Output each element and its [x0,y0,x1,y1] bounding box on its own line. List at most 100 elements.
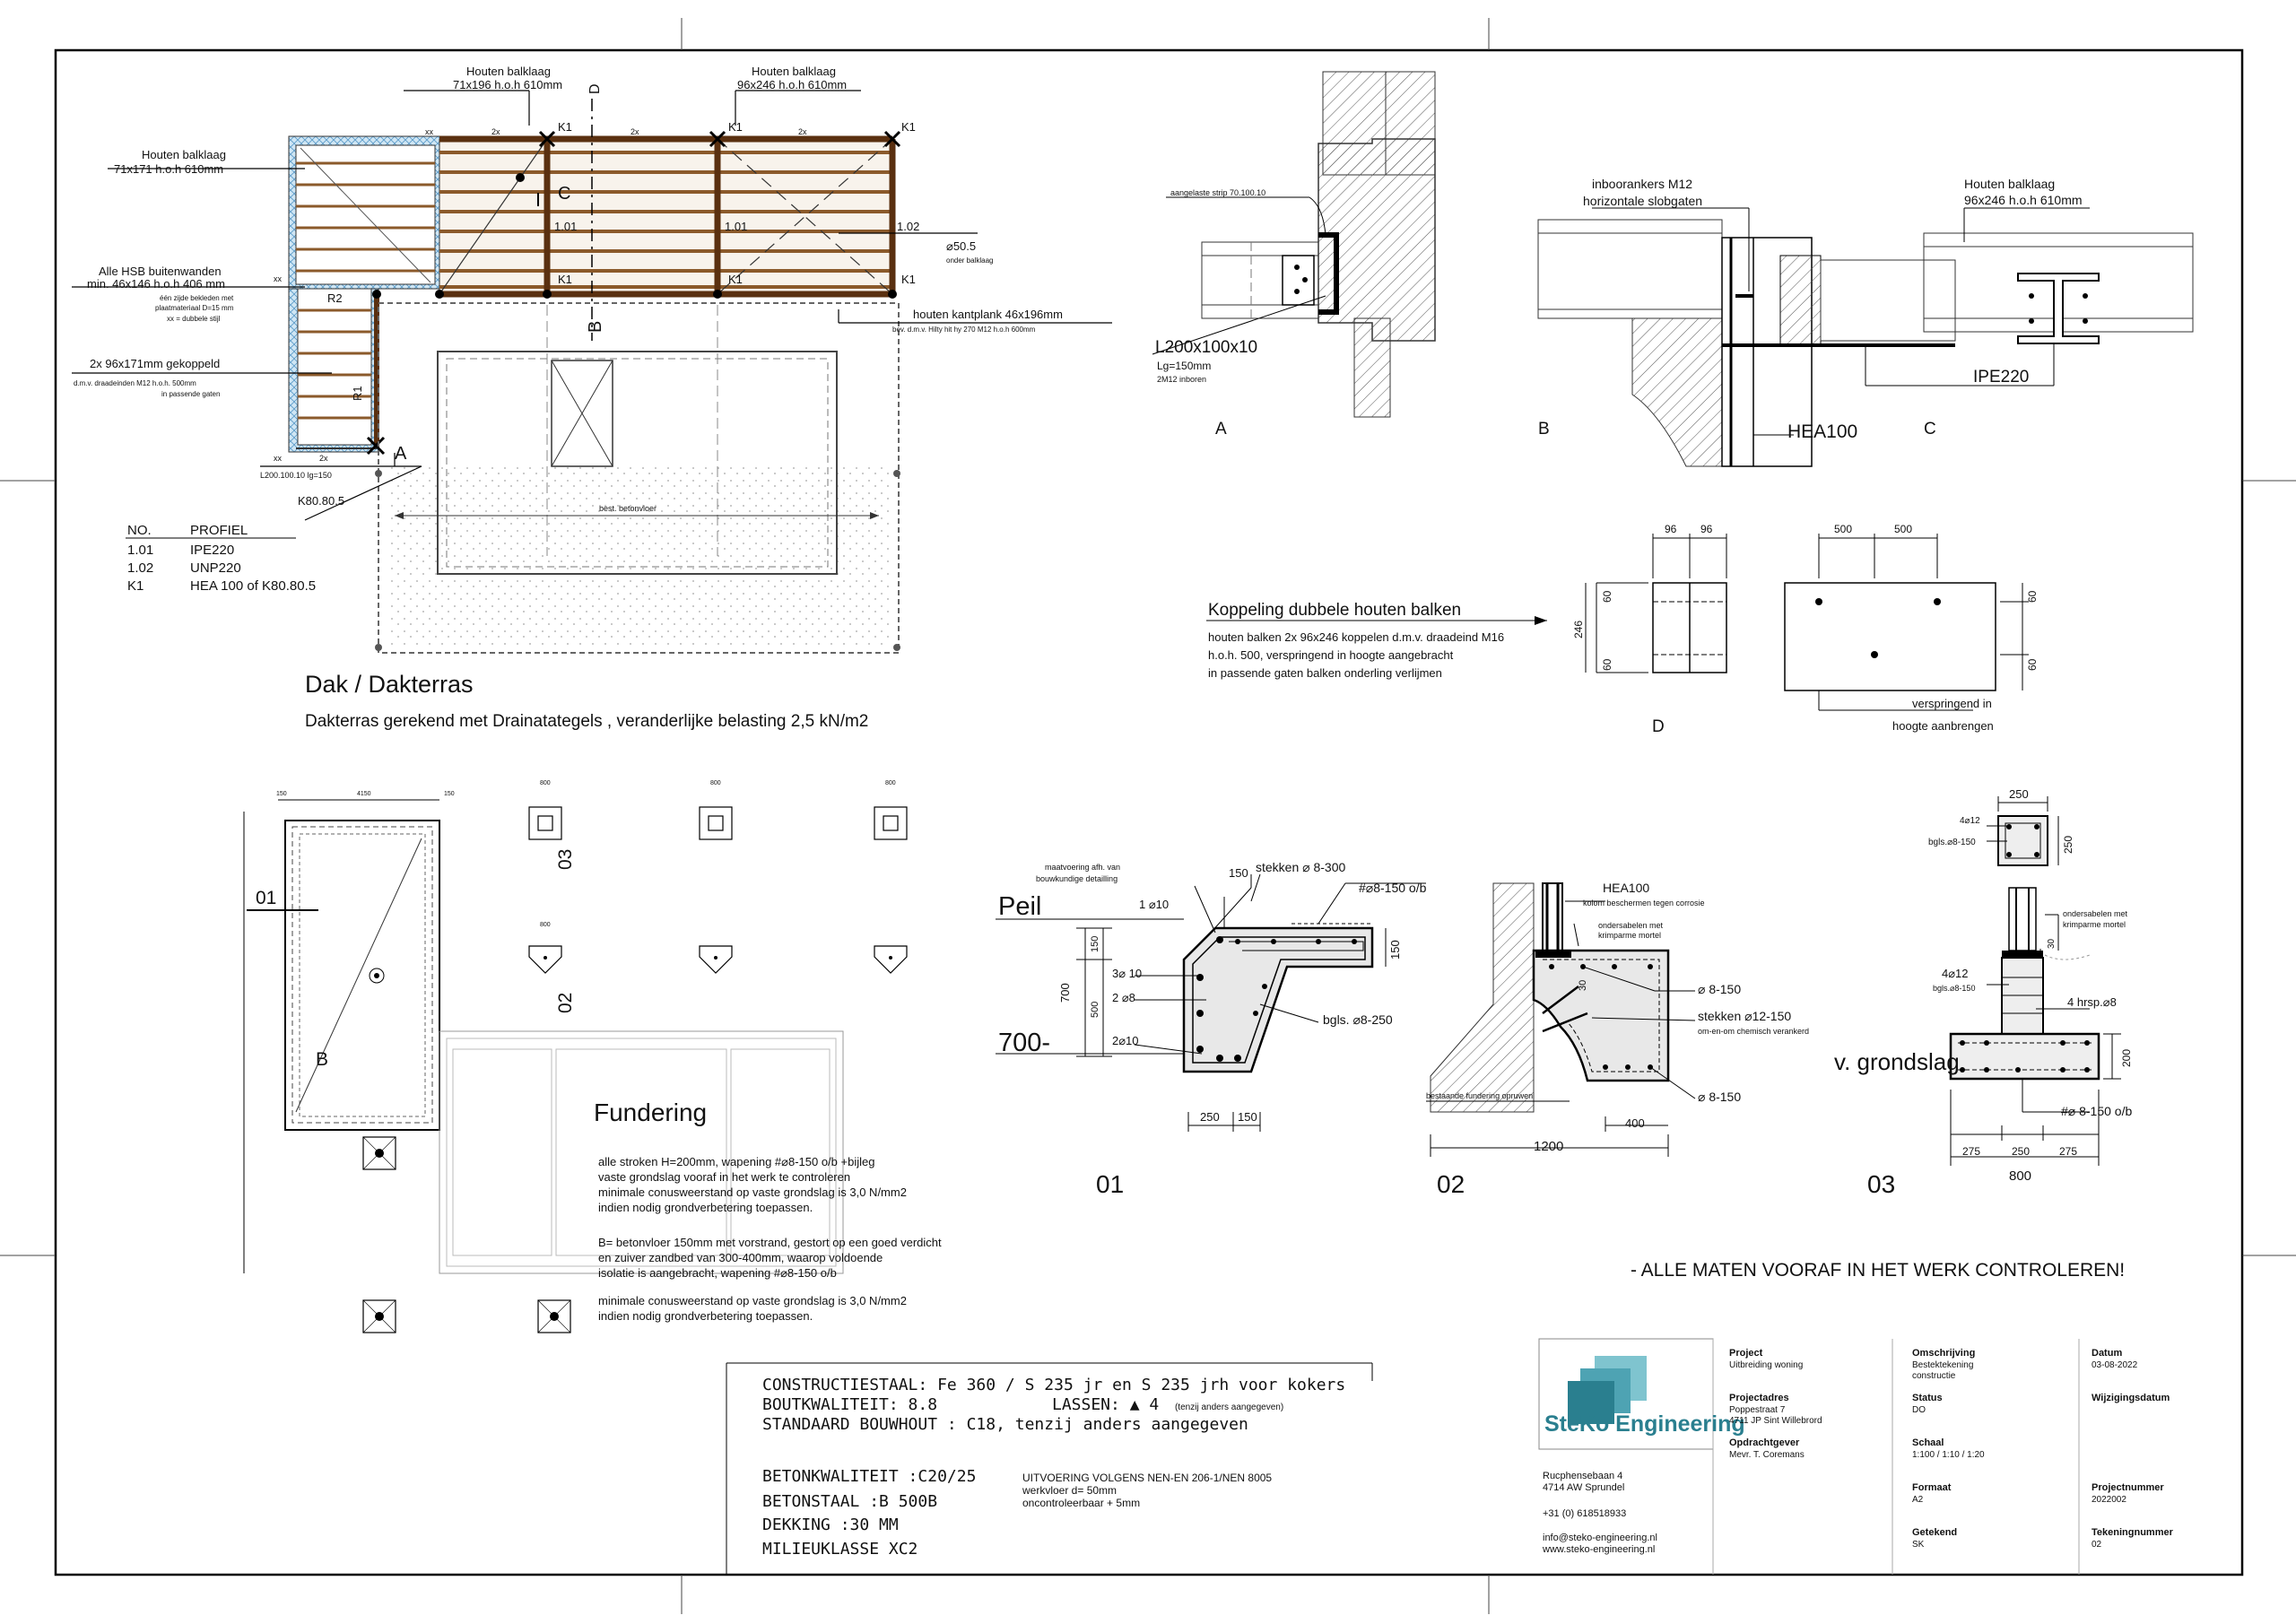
detail-c [1865,207,2194,386]
tb-formaat-label: Formaat [1912,1482,1952,1493]
section-01-dim-150d: 150 [1238,1110,1257,1124]
section-03-rebar-4-12: 4⌀12 [1960,816,1980,826]
profile-row-2-profile: UNP220 [190,560,241,576]
spec-line-4c: werkvloer d= 50mm [1022,1484,1117,1497]
section-03-bgls-b: bgls.⌀8-150 [1933,984,1975,993]
detail-c-balklaag-size: 96x246 h.o.h 610mm [1964,193,2083,207]
foundation-dim-4150: 4150 [357,791,371,797]
tb-getekend: SK [1912,1540,1925,1550]
profile-table: NO. PROFIEL 1.01 IPE220 1.02 UNP220 K1 H… [126,523,316,594]
detail-d-text-2: h.o.h. 500, verspringend in hoogte aange… [1208,648,1454,662]
label-xx-a: xx [425,127,434,136]
section-01-dim-500: 500 [1090,1002,1100,1018]
section-01-dim-150c: 150 [1090,936,1100,952]
foundation-note-5: B= betonvloer 150mm met vorstrand, gesto… [598,1236,942,1249]
detail-a-length: Lg=150mm [1157,360,1211,372]
foundation-tag-02: 02 [555,993,576,1013]
tb-formaat: A2 [1912,1495,1924,1505]
foundation-dim-800c: 800 [885,780,896,786]
foundation-note-3: minimale conusweerstand op vaste grondsl… [598,1185,907,1199]
section-01-tag: 01 [1096,1170,1124,1198]
sheet-border [54,48,2244,1576]
section-01-rebar-2b: 2⌀10 [1112,1034,1139,1047]
label-hsb-5: xx = dubbele stijl [167,315,221,323]
label-2x-d: 2x [319,454,328,463]
tb-schaal-label: Schaal [1912,1437,1944,1448]
section-03-bgls: bgls.⌀8-150 [1928,838,1976,847]
spec-line-3: STANDAARD BOUWHOUT : C18, tenzij anders … [762,1415,1248,1434]
section-03-dim-250b: 250 [2012,1145,2030,1158]
profile-row-3-no: K1 [127,578,144,594]
label-onder-balklaag: onder balklaag [946,256,993,265]
spec-block [726,1362,1373,1575]
spec-line-4: BETONKWALITEIT :C20/25 [762,1467,976,1486]
detail-d-dim-60a: 60 [1601,590,1613,603]
foundation-dim-800a: 800 [540,780,551,786]
profile-row-2-no: 1.02 [127,560,153,576]
spec-line-2b: LASSEN: ▲ 4 [1052,1395,1159,1414]
label-balklaag-3-size: 71x171 h.o.h 610mm [114,162,223,176]
tb-project: Uitbreiding woning [1729,1360,1803,1370]
tb-omschr-label: Omschrijving [1912,1348,1975,1359]
label-k1-c: K1 [901,120,916,134]
detail-d-dim-96a: 96 [1665,523,1677,535]
profile-row-1-profile: IPE220 [190,543,234,558]
label-r1: R1 [351,386,364,401]
detail-a-strip: aangelaste strip 70.100.10 [1170,188,1265,197]
tb-projnr-label: Projectnummer [2092,1482,2164,1493]
label-balklaag-2-size: 96x246 h.o.h 610mm [737,78,847,91]
tb-adres-label: Projectadres [1729,1393,1789,1403]
section-03-ondersab-1: ondersabelen met [2063,909,2128,918]
tb-projnr: 2022002 [2092,1495,2126,1505]
tb-status-label: Status [1912,1393,1943,1403]
label-xx-c: xx [274,454,283,463]
detail-b-ankers-2: horizontale slobgaten [1583,194,1702,208]
section-mark-b: B [586,321,605,333]
roof-plan-title: Dak / Dakterras [305,671,474,698]
section-02-kolom: kolom beschermen tegen corrosie [1583,899,1705,908]
tb-datum-label: Datum [2092,1348,2122,1359]
section-03-hrsp: 4 hrsp.⌀8 [2067,995,2117,1009]
label-betonvloer: best. betonvloer [599,504,657,513]
detail-c-tag: C [1924,420,1936,439]
foundation-note-9: indien nodig grondverbetering toepassen. [598,1309,813,1323]
label-k80: K80.80.5 [298,494,344,508]
section-03-wapening: #⌀ 8-150 o/b [2061,1104,2132,1118]
label-k1-a: K1 [558,120,572,134]
label-2x-a: 2x [491,127,500,136]
section-01-wapening: #⌀8-150 o/b [1359,881,1427,895]
section-mark-a: A [395,444,407,464]
detail-d [1206,534,2029,711]
warning-text: - ALLE MATEN VOORAF IN HET WERK CONTROLE… [1631,1260,2125,1281]
label-k1-b: K1 [728,120,743,134]
foundation-note-2: vaste grondslag vooraf in het werk te co… [598,1170,850,1184]
company-email[interactable]: info@steko-engineering.nl [1543,1533,1657,1543]
detail-d-tag: D [1652,717,1665,736]
spec-line-5: BETONSTAAL :B 500B [762,1492,937,1511]
spec-line-7: MILIEUKLASSE XC2 [762,1540,918,1559]
section-02-dim-400: 400 [1625,1116,1645,1130]
label-kantplank-2: bev. d.m.v. Hilty hit hy 270 M12 h.o.h 6… [892,326,1036,334]
section-mark-c: C [558,184,570,204]
detail-c-ipe: IPE220 [1973,368,2029,386]
company-name: SteKo Engineering [1544,1411,1745,1437]
label-hsb-2: min. 46x146 h.o.h 406 mm [87,277,225,291]
section-02-tag: 02 [1437,1170,1465,1198]
label-2x-c: 2x [798,127,807,136]
foundation-dim-800b: 800 [710,780,721,786]
label-hsb-4: plaatmateriaal D=15 mm [155,304,234,312]
detail-d-dim-60b: 60 [1601,658,1613,671]
company-web[interactable]: www.steko-engineering.nl [1542,1544,1655,1555]
company-phone: +31 (0) 618518933 [1543,1508,1626,1519]
tb-tekennr-label: Tekeningnummer [2092,1527,2174,1538]
profile-table-header-no: NO. [127,523,152,538]
section-02-hea: HEA100 [1603,881,1649,895]
section-01-dim-150: 150 [1229,866,1248,880]
detail-d-dim-246: 246 [1572,621,1585,638]
detail-b-ankers-1: inboorankers M12 [1592,177,1692,191]
tb-getekend-label: Getekend [1912,1527,1957,1538]
section-02 [1426,882,1696,1157]
label-kantplank-1: houten kantplank 46x196mm [913,308,1063,321]
foundation-dim-150a: 150 [276,791,287,797]
detail-a [1152,71,1436,418]
